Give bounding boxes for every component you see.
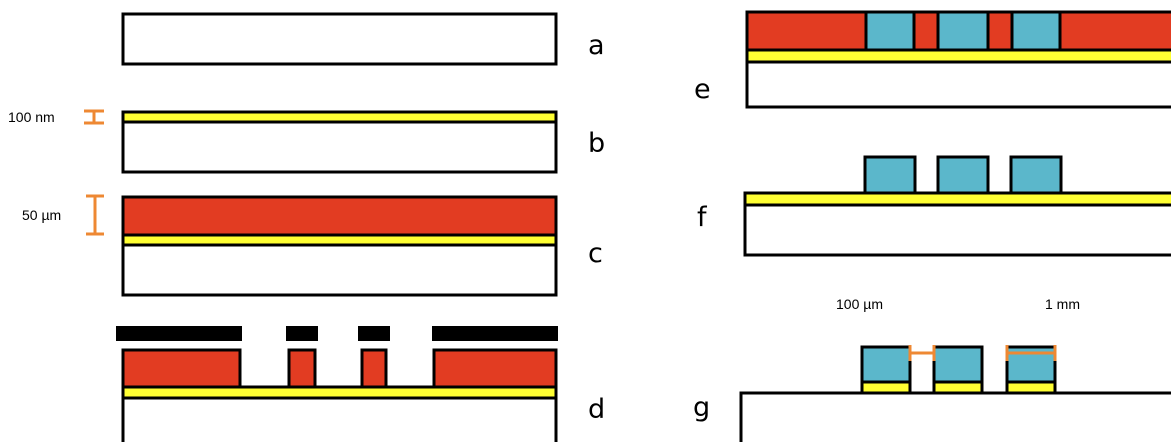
pillar-gold-base xyxy=(860,380,912,395)
step-label-c: c xyxy=(588,238,603,269)
gold-layer xyxy=(121,110,558,124)
pillar xyxy=(1010,10,1062,52)
gold-layer xyxy=(743,191,1171,207)
substrate xyxy=(745,60,1171,109)
gap-width-marker xyxy=(908,345,936,361)
photoresist-block xyxy=(360,348,388,389)
pillar xyxy=(936,155,990,195)
gold-layer xyxy=(745,48,1171,64)
photoresist-layer xyxy=(121,195,558,237)
pillar-pitch-label: 1 mm xyxy=(1045,296,1080,312)
pillar xyxy=(932,345,984,384)
gold-thickness-marker xyxy=(84,109,104,125)
substrate xyxy=(743,203,1171,257)
pillar-pitch-marker xyxy=(1005,345,1057,361)
photoresist-block xyxy=(912,10,940,52)
step-g: 100 µm 1 mm g xyxy=(693,296,1171,442)
photoresist-block xyxy=(745,10,868,52)
step-c: 50 µm c xyxy=(22,194,603,297)
step-label-g: g xyxy=(693,392,710,423)
photoresist-block xyxy=(432,348,558,389)
substrate xyxy=(121,243,558,297)
step-label-d: d xyxy=(588,394,605,425)
substrate xyxy=(121,120,558,174)
step-label-e: e xyxy=(694,74,711,105)
pillar-gold-base xyxy=(932,380,984,395)
resist-thickness-label: 50 µm xyxy=(22,207,61,223)
pillar xyxy=(863,155,917,195)
pillar-gold-base xyxy=(1005,380,1057,395)
step-label-a: a xyxy=(588,30,605,61)
photoresist-block xyxy=(1058,10,1171,52)
mask-segment xyxy=(358,326,390,341)
photoresist-block xyxy=(986,10,1014,52)
step-label-b: b xyxy=(588,128,605,159)
gold-thickness-label: 100 nm xyxy=(8,109,55,125)
substrate xyxy=(121,12,558,66)
gap-width-label: 100 µm xyxy=(836,296,883,312)
photoresist-block xyxy=(287,348,317,389)
pillar xyxy=(864,10,916,52)
pillar xyxy=(860,345,912,384)
photoresist-block xyxy=(121,348,242,389)
step-a: a xyxy=(121,12,605,66)
substrate xyxy=(121,396,558,442)
gold-layer xyxy=(121,385,558,400)
step-label-f: f xyxy=(697,202,708,233)
mask-segment xyxy=(286,326,318,341)
step-f: f xyxy=(697,155,1171,257)
substrate xyxy=(739,391,1171,442)
mask-segment xyxy=(432,326,558,341)
step-d: d xyxy=(116,326,605,442)
pillar xyxy=(936,10,990,52)
mask-segment xyxy=(116,326,242,341)
pillar xyxy=(1009,155,1063,195)
step-e: e xyxy=(694,10,1171,109)
step-b: 100 nm b xyxy=(8,109,605,174)
resist-thickness-marker xyxy=(86,194,104,236)
